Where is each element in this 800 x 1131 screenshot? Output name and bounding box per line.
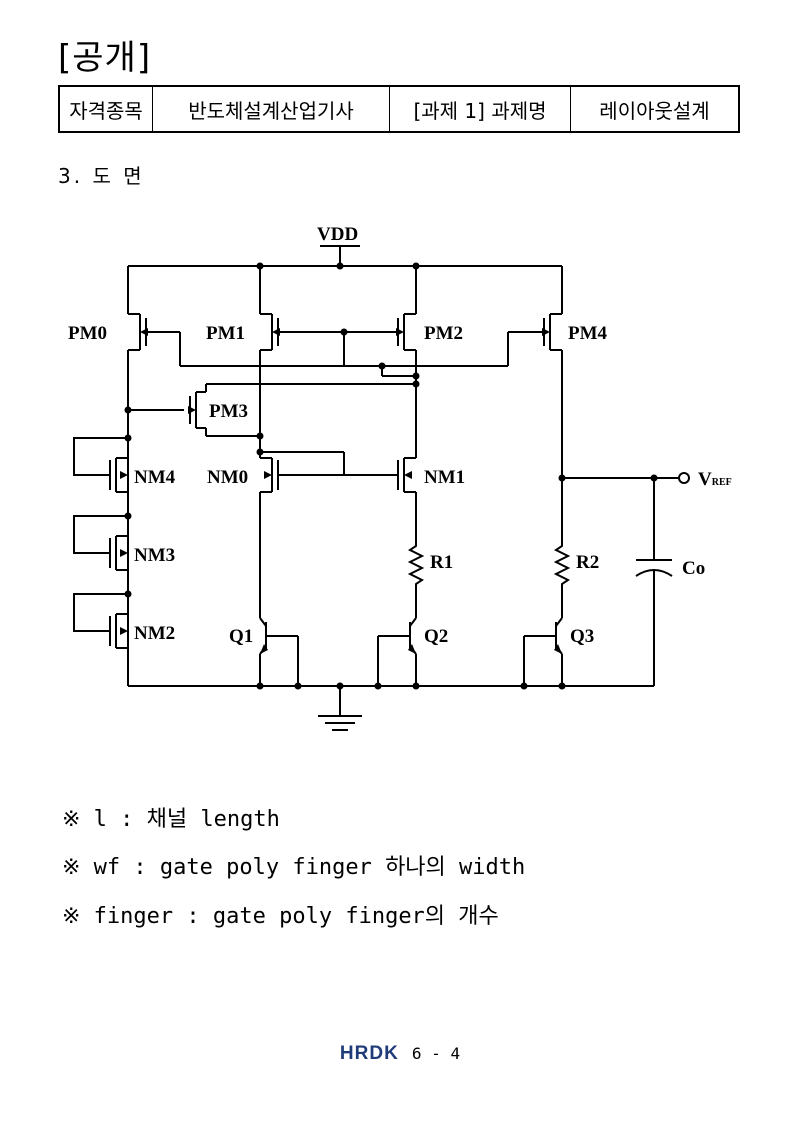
page-number: 6 - 4 [411,1044,461,1063]
label-q1: Q1 [229,626,253,647]
note-finger: ※ finger : gate poly finger의 개수 [62,904,499,929]
label-q3: Q3 [570,626,594,647]
value-qualification: 반도체설계산업기사 [152,85,390,133]
label-pm0: PM0 [68,323,107,344]
page-title: [공개] [58,38,152,78]
label-task: [과제 1] 과제명 [389,85,571,133]
label-nm4: NM4 [134,467,176,488]
label-pm2: PM2 [424,323,463,344]
note-l: ※ l : 채널 length [62,807,280,832]
label-qualification: 자격종목 [58,85,153,133]
page-footer: HRDK 6 - 4 [0,1043,800,1065]
info-table: 자격종목 반도체설계산업기사 [과제 1] 과제명 레이아웃설계 [58,85,740,133]
label-co: Co [682,558,705,579]
label-nm0: NM0 [207,467,248,488]
label-nm3: NM3 [134,545,175,566]
value-task: 레이아웃설계 [570,85,740,133]
label-nm2: NM2 [134,623,175,644]
note-wf: ※ wf : gate poly finger 하나의 width [62,855,526,880]
label-r1: R1 [430,552,453,573]
section-heading: 3. 도 면 [58,164,145,188]
label-r2: R2 [576,552,599,573]
label-pm4: PM4 [568,323,608,344]
vref-terminal [678,472,690,484]
label-nm1: NM1 [424,467,465,488]
hrdk-logo: HRDK [339,1043,399,1064]
label-vdd: VDD [317,224,358,245]
label-vref: VREF [698,469,732,490]
label-pm3: PM3 [209,401,248,422]
label-pm1: PM1 [206,323,245,344]
label-q2: Q2 [424,626,448,647]
